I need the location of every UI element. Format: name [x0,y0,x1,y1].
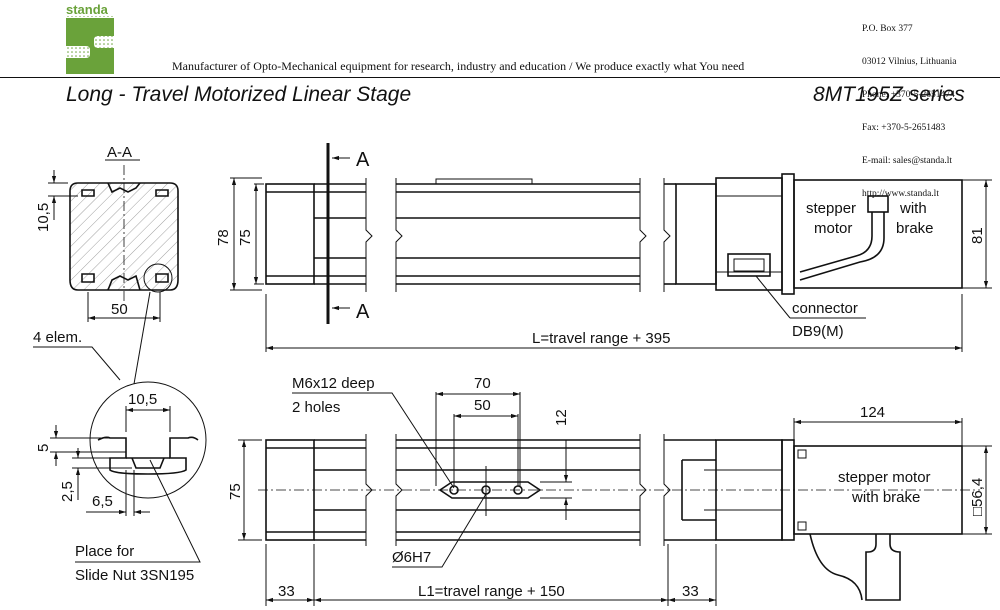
dim-section-width: 50 [111,301,128,318]
top-view: stepper motor with brake M6x12 deep 2 ho… [227,375,992,606]
top-motor-label-2: with brake [851,489,920,506]
note-elements: 4 elem. [33,329,82,346]
section-marker-bottom: A [356,301,370,323]
section-marker-top: A [356,149,370,171]
dim-end-left: 33 [278,583,295,600]
contact-line: 03012 Vilnius, Lithuania [862,57,957,67]
dim-end-right: 33 [682,583,699,600]
product-title: Long - Travel Motorized Linear Stage [66,83,412,106]
side-brake-label-2: brake [896,220,934,237]
top-length-label: L1=travel range + 150 [418,583,565,600]
side-brake-label-1: with [899,200,927,217]
dim-detail-slot: 5 [35,444,52,452]
company-tagline: Manufacturer of Opto-Mechanical equipmen… [172,59,745,73]
contact-info: P.O. Box 377 03012 Vilnius, Lithuania Ph… [862,2,957,211]
dim-top-span-outer: 70 [474,375,491,392]
dim-detail-depth: 2,5 [59,481,76,502]
dim-motor-length: 124 [860,404,885,421]
series-title: 8MT195Z series [813,83,965,106]
contact-line: http://www.standa.lt [862,189,939,199]
hole-label-1: M6x12 deep [292,375,375,392]
dim-detail-width: 6,5 [92,493,113,510]
section-view: A-A 10,5 50 4 elem. [33,144,179,385]
logo-text: standa [66,2,108,17]
detail-caption-1: Place for [75,543,134,560]
dim-side-outer: 78 [215,229,232,246]
detail-view: 10,5 5 2,5 6,5 Place for Slide Nut 3SN19… [35,381,207,584]
side-motor-label-2: motor [814,220,852,237]
logo-mark [66,16,114,74]
detail-caption-2: Slide Nut 3SN195 [75,567,194,584]
top-motor-label-1: stepper motor [838,469,931,486]
side-motor-label-1: stepper [806,200,856,217]
dim-top-offset: 12 [553,409,570,426]
section-profile [69,182,179,291]
dim-top-width: 75 [227,483,244,500]
dim-side-inner: 75 [237,229,254,246]
side-length-label: L=travel range + 395 [532,330,670,347]
dim-motor-height: 81 [969,227,986,244]
company-logo [66,2,114,74]
dim-motor-square: □56,4 [969,478,986,516]
side-view: A A stepper motor with brake [215,143,992,352]
dim-section-height: 10,5 [35,203,52,232]
contact-line: P.O. Box 377 [862,24,913,34]
header-divider [0,77,1000,78]
contact-line: Phone: +370-5-2651474 [862,90,955,100]
dim-detail-top: 10,5 [128,391,157,408]
connector-label: connector [792,300,858,317]
dim-top-span-inner: 50 [474,397,491,414]
contact-line: Fax: +370-5-2651483 [862,123,946,133]
dim-pin: Ø6H7 [392,549,431,566]
connector-type: DB9(M) [792,323,844,340]
hole-label-2: 2 holes [292,399,340,416]
section-label: A-A [107,144,132,161]
contact-line: E-mail: sales@standa.lt [862,156,953,166]
